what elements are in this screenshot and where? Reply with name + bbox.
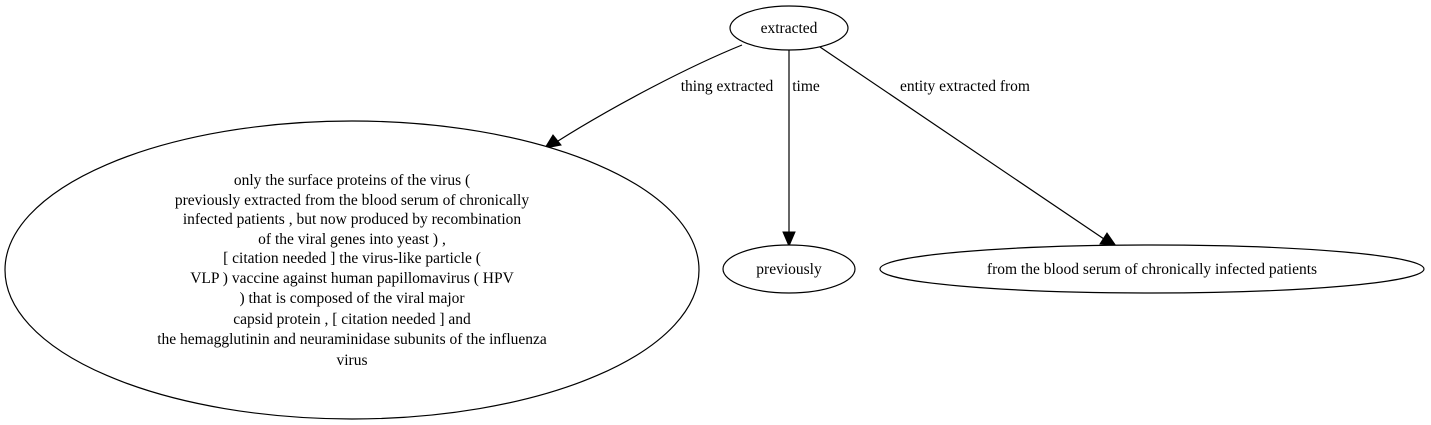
- node-surface-proteins-line-7: ) that is composed of the viral major: [239, 290, 465, 307]
- node-previously-label: previously: [756, 261, 822, 278]
- edge-entity-extracted-from-line: [819, 46, 1105, 240]
- node-previously-ellipse: [722, 244, 856, 294]
- edge-label-entity-extracted-from: entity extracted from: [900, 78, 1030, 95]
- edge-label-time: time: [792, 78, 820, 95]
- node-surface-proteins-line-8: capsid protein , [ citation needed ] and: [233, 311, 471, 328]
- node-blood-serum-label: from the blood serum of chronically infe…: [987, 261, 1317, 278]
- edge-entity-extracted-from-arrowhead: [1099, 232, 1118, 247]
- edge-label-thing-extracted: thing extracted: [681, 78, 774, 95]
- node-surface-proteins-line-6: VLP ) vaccine against human papillomavir…: [190, 270, 514, 287]
- node-surface-proteins-line-5: [ citation needed ] the virus-like parti…: [223, 250, 481, 267]
- node-extracted-ellipse: [729, 5, 849, 51]
- node-previously: previously: [722, 244, 856, 294]
- edge-entity-extracted-from: [819, 46, 1118, 247]
- node-surface-proteins-ellipse: [4, 120, 700, 420]
- edge-thing-extracted-arrowhead: [543, 134, 562, 149]
- edge-thing-extracted: [543, 44, 743, 149]
- node-surface-proteins: only the surface proteins of the virus (…: [4, 120, 700, 420]
- edge-time: [782, 50, 796, 248]
- node-surface-proteins-line-9: the hemagglutinin and neuraminidase subu…: [157, 331, 547, 348]
- node-blood-serum: from the blood serum of chronically infe…: [879, 244, 1425, 294]
- node-surface-proteins-line-1: only the surface proteins of the virus (: [234, 172, 470, 189]
- node-surface-proteins-line-4: of the viral genes into yeast ) ,: [258, 231, 446, 248]
- node-extracted: extracted: [729, 5, 849, 51]
- edge-thing-extracted-line: [557, 44, 743, 142]
- node-surface-proteins-line-2: previously extracted from the blood seru…: [175, 192, 529, 209]
- node-blood-serum-ellipse: [879, 244, 1425, 294]
- node-surface-proteins-line-10: virus: [337, 352, 368, 369]
- edge-time-arrowhead: [782, 231, 796, 248]
- node-extracted-label: extracted: [761, 20, 818, 37]
- node-surface-proteins-line-3: infected patients , but now produced by …: [183, 211, 522, 228]
